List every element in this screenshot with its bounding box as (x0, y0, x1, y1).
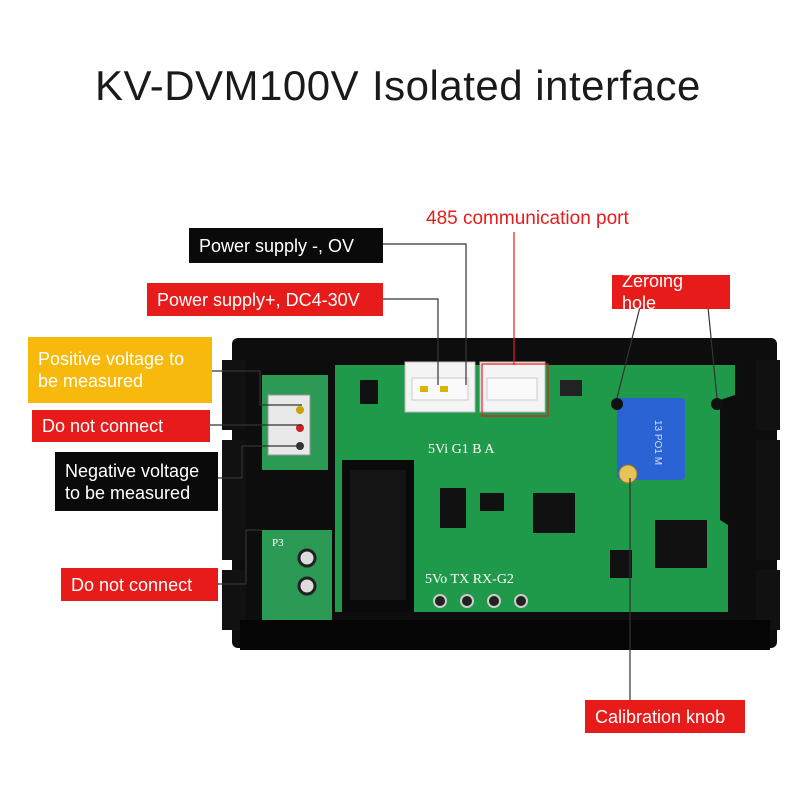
leader-zeroing-left (616, 306, 641, 399)
label-do-not-connect-1: Do not connect (32, 410, 210, 442)
main-pcb: 5Vi G1 B A 5Vo TX RX-G2 13 PO1 M (335, 361, 735, 612)
p3-silkscreen: P3 (272, 537, 284, 549)
p3-board: P3 (262, 530, 332, 620)
leader-do-not-connect-2 (218, 529, 262, 585)
label-positive-voltage: Positive voltage to be measured (28, 337, 212, 403)
leader-zeroing-right (707, 306, 718, 399)
svg-text:13 PO1 M: 13 PO1 M (652, 420, 663, 465)
comm-port-bracket (481, 232, 549, 417)
label-comm-port: 485 communication port (426, 208, 629, 229)
leader-power-minus (383, 243, 467, 385)
label-zeroing-hole: Zeroing hole (612, 271, 730, 313)
top-pin-silkscreen: 5Vi G1 B A (428, 442, 495, 457)
label-negative-voltage: Negative voltage to be measured (55, 452, 218, 511)
bottom-pin-silkscreen: 5Vo TX RX-G2 (425, 572, 514, 587)
leader-lines (210, 243, 718, 702)
label-calibration-knob: Calibration knob (585, 700, 745, 733)
subtitle: Isolated interface (372, 62, 701, 109)
label-power-plus: Power supply+, DC4-30V (147, 283, 383, 316)
leader-negative (218, 445, 302, 479)
label-power-minus: Power supply -, OV (189, 228, 383, 263)
label-do-not-connect-2: Do not connect (61, 568, 218, 601)
title-bar: KV-DVM100V Isolated interface (0, 62, 800, 118)
left-terminal-board (262, 375, 328, 470)
leader-power-plus (383, 298, 439, 385)
model-title: KV-DVM100V (95, 62, 360, 109)
leader-positive (212, 370, 302, 406)
